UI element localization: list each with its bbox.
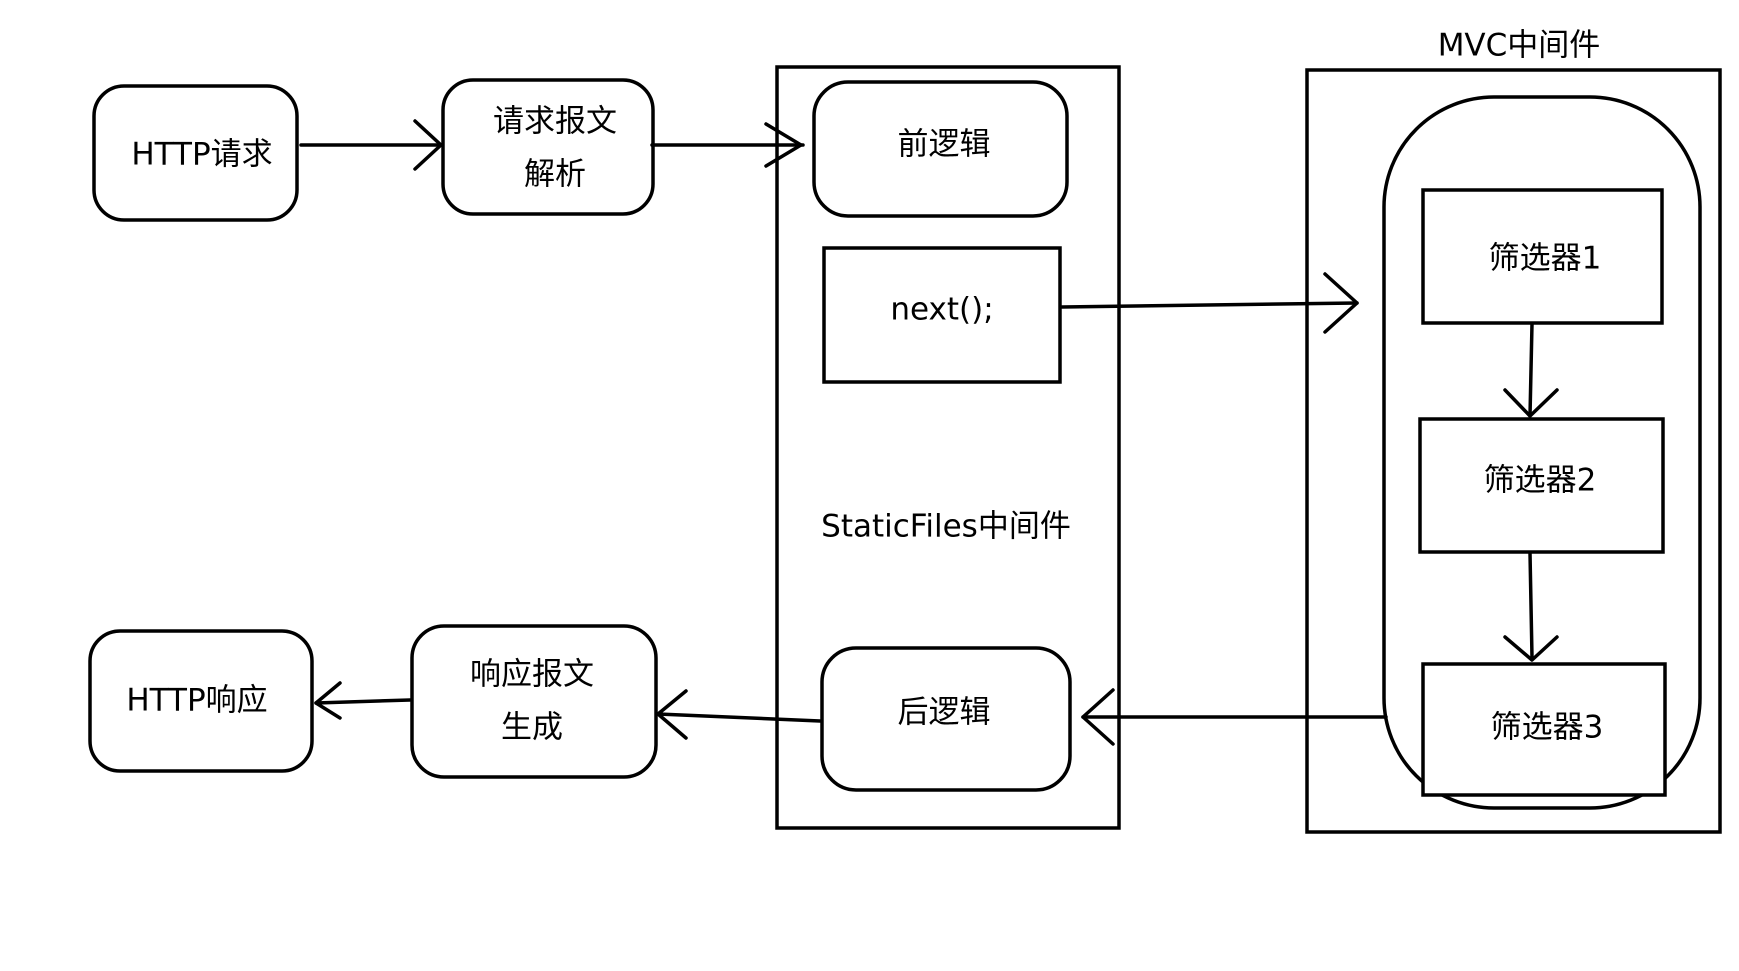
- edge-filter2-to-filter3: [1503, 551, 1559, 662]
- filter-2-node: [1418, 417, 1665, 554]
- filter-1-node: [1421, 188, 1664, 325]
- filter-2-label: 筛选器2: [1484, 463, 1597, 499]
- edge-next-to-mvc: [1060, 272, 1359, 334]
- request-parse-label-line2: 解析: [524, 157, 586, 193]
- http-request-label: HTTP请求: [131, 137, 272, 173]
- pre-logic-label: 前逻辑: [898, 127, 991, 163]
- filter-1-label: 筛选器1: [1489, 241, 1602, 277]
- response-gen-label-line1: 响应报文: [470, 657, 594, 693]
- mvc-middleware-label: MVC中间件: [1438, 28, 1601, 64]
- edge-postlogic-to-responsegen: [656, 689, 822, 740]
- filter-3-node: [1421, 662, 1667, 797]
- staticfiles-middleware-container: [775, 65, 1121, 830]
- request-parse-label-line1: 请求报文: [493, 104, 617, 140]
- pre-logic-node: [812, 80, 1069, 218]
- edge-responsegen-to-httpresponse: [314, 681, 412, 720]
- filter-3-label: 筛选器3: [1491, 710, 1604, 746]
- response-gen-node: [410, 624, 658, 779]
- edge-filter3-to-postlogic: [1081, 688, 1388, 746]
- staticfiles-middleware-label: StaticFiles中间件: [821, 509, 1071, 545]
- edge-request-to-parse: [299, 119, 443, 171]
- http-response-node: [88, 629, 314, 773]
- request-parse-node: [441, 78, 655, 216]
- post-logic-node: [820, 646, 1072, 792]
- mvc-filter-pipeline-capsule: [1382, 95, 1702, 810]
- http-request-node: [92, 84, 299, 222]
- mvc-middleware-container: [1305, 68, 1722, 834]
- http-response-label: HTTP响应: [126, 683, 267, 719]
- edge-filter1-to-filter2: [1503, 322, 1559, 418]
- post-logic-label: 后逻辑: [898, 695, 991, 731]
- next-call-node: [822, 246, 1062, 384]
- edge-parse-to-prelogic: [650, 122, 805, 168]
- next-call-label: next();: [890, 292, 993, 328]
- response-gen-label-line2: 生成: [501, 710, 563, 746]
